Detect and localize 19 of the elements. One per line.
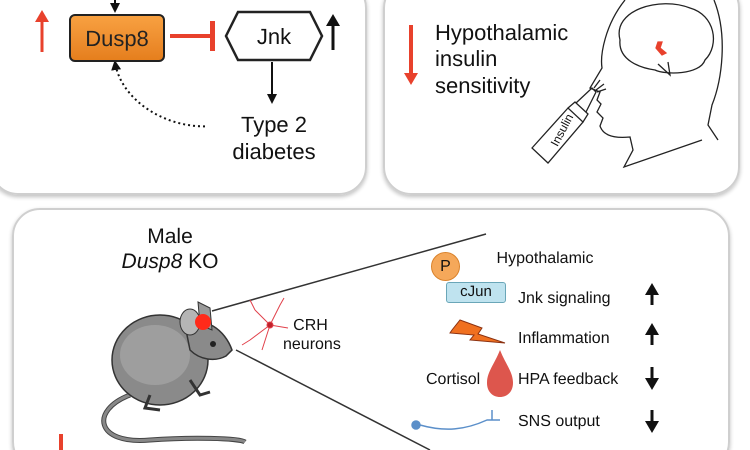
mouse-label: Male Dusp8 KO — [120, 224, 220, 274]
pathway-label: HPA feedback — [518, 370, 620, 390]
pathway-label: SNS output — [518, 412, 601, 432]
panel-background — [12, 208, 730, 450]
pathway-label: Jnk signaling — [518, 289, 612, 309]
pathway-label: Inflammation — [518, 329, 611, 349]
arrow — [110, 0, 120, 13]
effect-text: Hypothalamic insulin sensitivity — [435, 20, 585, 108]
region-label: Hypothalamic — [496, 249, 594, 269]
panel-background — [383, 0, 740, 195]
kinase-hexagon: Jnk — [224, 10, 324, 62]
outcome-text: Type 2 diabetes — [209, 106, 339, 170]
gene-box: Dusp8 — [69, 14, 165, 62]
panel-background — [0, 0, 367, 195]
hormone-label: Cortisol — [426, 370, 482, 390]
arrow — [112, 60, 206, 128]
protein-box: cJun — [446, 282, 506, 303]
neuron-label: CRH neurons — [283, 316, 338, 354]
arrow — [267, 62, 277, 104]
